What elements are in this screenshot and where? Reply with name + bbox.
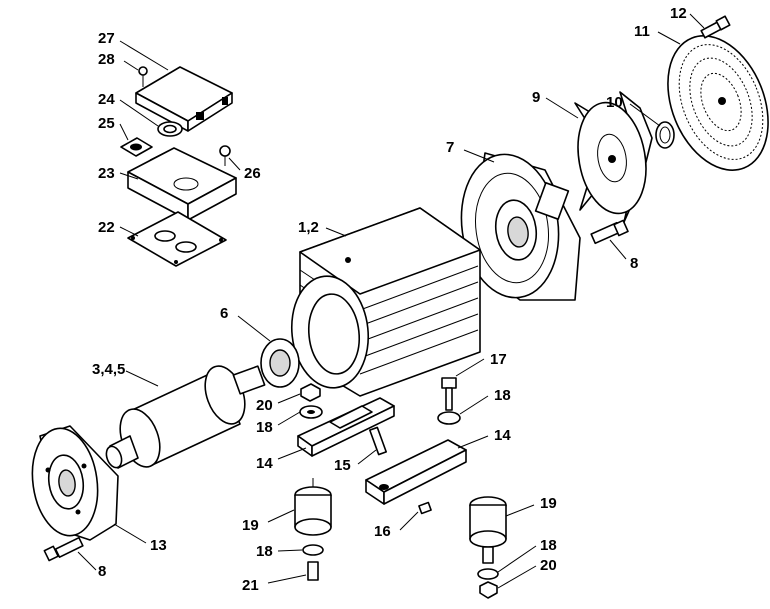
front-end-shield xyxy=(31,425,119,541)
stator-housing xyxy=(290,207,481,397)
callout-19-right: 19 xyxy=(540,495,557,512)
callout-13: 13 xyxy=(150,537,167,554)
leader-lines xyxy=(77,13,705,589)
callout-9: 9 xyxy=(532,89,540,106)
callout-18-right: 18 xyxy=(494,387,511,404)
seal-ring xyxy=(157,121,183,137)
callout-26: 26 xyxy=(244,165,261,182)
callout-1-2: 1,2 xyxy=(298,219,319,236)
callout-23: 23 xyxy=(98,165,115,182)
rear-end-shield xyxy=(460,152,581,301)
key-16 xyxy=(418,501,432,515)
callout-17: 17 xyxy=(490,351,507,368)
callout-16: 16 xyxy=(374,523,391,540)
end-shield-bolt xyxy=(590,219,629,245)
callout-3-4-5: 3,4,5 xyxy=(92,361,125,378)
callout-18-bottom-right: 18 xyxy=(540,537,557,554)
callout-20-bottom-right: 20 xyxy=(540,557,557,574)
fan-cover xyxy=(667,35,769,171)
fan-cover-screw xyxy=(700,15,731,39)
isolator-right xyxy=(469,496,507,599)
front-shield-bolt xyxy=(43,536,84,562)
callout-19-left: 19 xyxy=(242,517,259,534)
callout-8-bottom: 8 xyxy=(98,563,106,580)
mounting-bracket-right xyxy=(365,439,467,505)
isolator-left xyxy=(294,478,332,581)
retaining-ring xyxy=(655,121,675,149)
callout-24: 24 xyxy=(98,91,115,108)
rotor xyxy=(105,365,266,469)
cable-gland-plate xyxy=(120,137,153,157)
terminal-box-gasket xyxy=(127,211,227,267)
washer-left xyxy=(299,383,323,419)
callout-14-left: 14 xyxy=(256,455,273,472)
callout-8-top: 8 xyxy=(630,255,638,272)
callout-15: 15 xyxy=(334,457,351,474)
cover-screw xyxy=(138,66,148,87)
washer-right xyxy=(437,411,461,425)
callout-11: 11 xyxy=(634,23,650,40)
callout-labels: 27 28 24 25 26 23 22 12 11 9 10 7 8 1,2 … xyxy=(92,5,687,594)
callout-22: 22 xyxy=(98,219,115,236)
callout-14-right: 14 xyxy=(494,427,511,444)
callout-28: 28 xyxy=(98,51,115,68)
callout-25: 25 xyxy=(98,115,115,132)
callout-6: 6 xyxy=(220,305,228,322)
callout-18-bottom-left: 18 xyxy=(256,543,273,560)
terminal-box-frame xyxy=(127,147,237,221)
mounting-bracket-left xyxy=(297,397,395,457)
bearing xyxy=(260,338,300,388)
callout-20-left: 20 xyxy=(256,397,273,414)
callout-10: 10 xyxy=(606,94,623,111)
callout-27: 27 xyxy=(98,30,115,47)
bolt-15 xyxy=(368,426,388,456)
terminal-screw xyxy=(219,145,231,166)
fan xyxy=(574,91,653,223)
foot-bolt-17 xyxy=(441,377,457,411)
callout-18-left: 18 xyxy=(256,419,273,436)
callout-12: 12 xyxy=(670,5,687,22)
callout-21: 21 xyxy=(242,577,259,594)
callout-7: 7 xyxy=(446,139,454,156)
terminal-box-cover xyxy=(135,66,233,132)
